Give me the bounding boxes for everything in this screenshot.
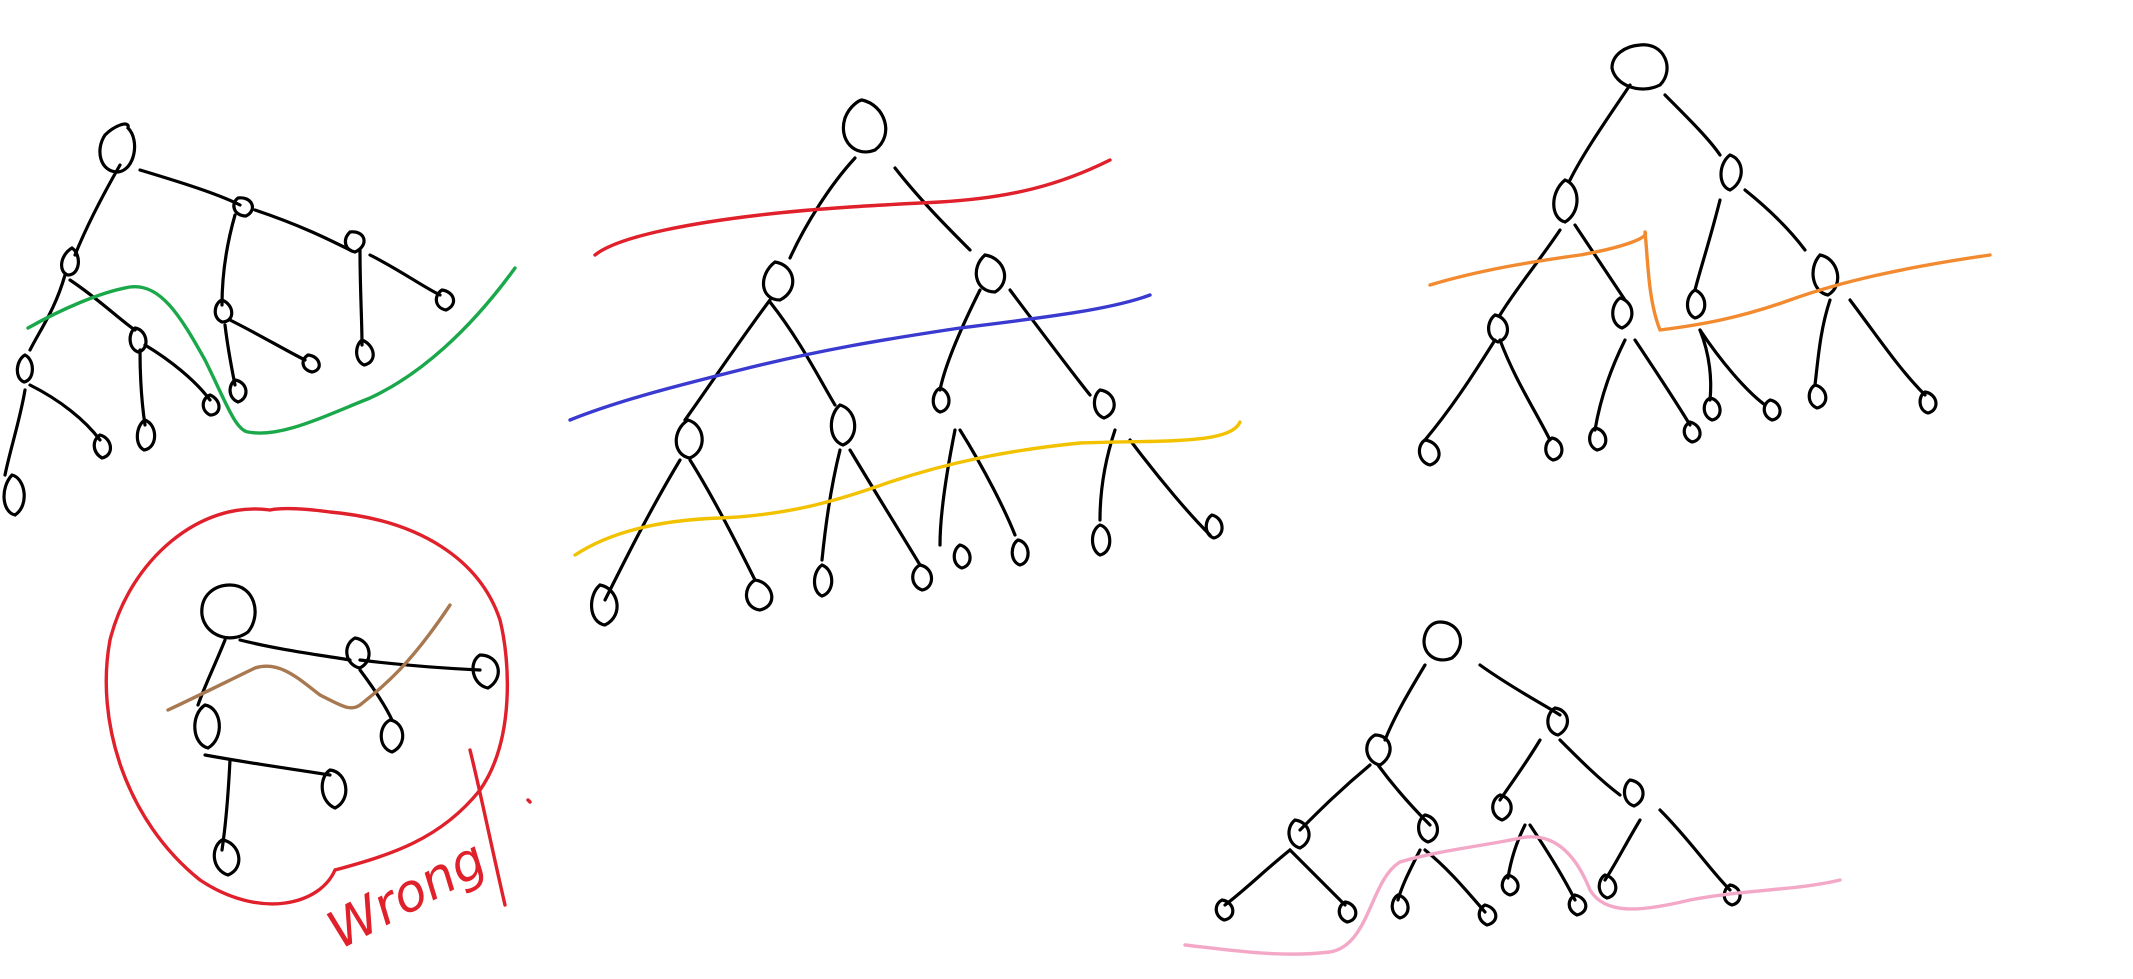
- tree-c: [1417, 43, 1992, 467]
- tree-d-cut-line: [1183, 835, 1842, 956]
- tree-b-node: [1090, 523, 1112, 557]
- tree-c-node: [1552, 178, 1579, 224]
- tree-c-node: [1702, 396, 1722, 422]
- tree-a-node: [135, 418, 157, 452]
- tree-b-node: [812, 563, 834, 598]
- tree-c-node: [1610, 43, 1669, 91]
- tree-c-node: [1762, 398, 1782, 422]
- tree-b-node: [1204, 513, 1224, 540]
- tree-e-node: [345, 636, 371, 670]
- tree-c-node: [1588, 426, 1608, 452]
- tree-e-node: [212, 838, 241, 877]
- tree-b-cut-line-yellow: [573, 420, 1242, 557]
- tree-d-node: [1214, 898, 1235, 922]
- tree-a-node: [2, 473, 26, 517]
- tree-d-node: [1622, 778, 1645, 808]
- tree-b: [568, 98, 1242, 627]
- tree-c-edges: [1423, 83, 1927, 442]
- tree-c-node: [1611, 296, 1634, 330]
- tree-a-node: [128, 326, 148, 354]
- tree-d-node: [1546, 706, 1569, 737]
- tree-c-node: [1417, 438, 1441, 467]
- tree-a-node: [228, 378, 248, 404]
- tree-a-node: [15, 353, 34, 384]
- tree-e-node: [320, 768, 348, 810]
- tree-d-node: [1567, 893, 1588, 917]
- tree-c-node: [1487, 313, 1509, 344]
- tree-b-node: [1010, 538, 1030, 567]
- tree-c-node: [1807, 383, 1828, 410]
- tree-c-nodes: [1417, 43, 1938, 467]
- tree-e-node: [200, 583, 257, 640]
- tree-b-node: [829, 403, 857, 447]
- tree-b-node: [931, 386, 951, 414]
- tree-a-nodes: [2, 122, 456, 517]
- tree-d-edges: [1223, 663, 1732, 914]
- tree-a-node: [434, 288, 456, 312]
- tree-b-node: [952, 543, 972, 570]
- tree-b-node: [590, 583, 619, 627]
- tree-b-cut-line-red: [593, 158, 1112, 257]
- tree-a-node: [98, 122, 137, 174]
- tree-a: [2, 122, 517, 517]
- tree-a-node: [343, 230, 366, 254]
- tree-e-edges: [196, 638, 482, 852]
- tree-d-node: [1477, 903, 1498, 927]
- tree-a-node: [60, 246, 80, 277]
- tree-d-node: [1365, 733, 1392, 767]
- tree-e-node: [471, 653, 500, 690]
- tree-d-node: [1422, 620, 1463, 662]
- tree-a-node: [201, 393, 221, 417]
- wrong-circle: [104, 506, 510, 906]
- tree-a-node: [355, 338, 375, 367]
- tree-c-node: [1918, 390, 1938, 415]
- tree-b-node: [841, 98, 888, 154]
- tree-d-node: [1500, 873, 1520, 897]
- tree-a-node: [232, 196, 255, 218]
- tree-b-cut-line-blue: [568, 293, 1152, 422]
- tree-c-node: [1811, 253, 1840, 297]
- tree-c-node: [1719, 153, 1743, 192]
- tree-a-node: [213, 298, 234, 324]
- tree-b-node: [1092, 388, 1116, 420]
- tree-c-node: [1685, 288, 1707, 320]
- wrong-annotation-label: Wrong: [318, 829, 496, 962]
- tree-c-node: [1544, 436, 1564, 462]
- tree-b-node: [761, 260, 795, 302]
- tree-d-node: [1417, 813, 1439, 844]
- tree-d-node: [1491, 793, 1513, 822]
- tree-d-node: [1722, 883, 1742, 907]
- tree-e: [104, 506, 532, 907]
- tree-d-node: [1337, 900, 1358, 924]
- tree-d: [1183, 620, 1842, 956]
- tree-a-node: [301, 353, 321, 374]
- tree-b-node: [974, 253, 1007, 294]
- tree-a-edges: [3, 163, 442, 477]
- tree-a-node: [92, 433, 112, 460]
- tree-d-node: [1390, 893, 1410, 920]
- tree-e-node: [193, 703, 221, 750]
- tree-a-cut-line: [26, 266, 517, 435]
- tree-b-node: [911, 563, 934, 592]
- tree-e-cut-line: [166, 603, 452, 712]
- tree-b-edges: [603, 156, 1212, 602]
- wrong-arrow-mark: [468, 748, 532, 907]
- tree-d-node: [1597, 873, 1618, 900]
- tree-e-node: [379, 718, 405, 754]
- tree-c-cut-line: [1428, 230, 1992, 332]
- tree-e-nodes: [193, 583, 500, 877]
- tree-b-node: [745, 578, 774, 612]
- tree-d-nodes: [1214, 620, 1742, 927]
- tree-b-node: [674, 418, 704, 460]
- tree-d-node: [1287, 818, 1311, 850]
- tree-b-nodes: [590, 98, 1224, 627]
- tree-c-node: [1682, 420, 1702, 444]
